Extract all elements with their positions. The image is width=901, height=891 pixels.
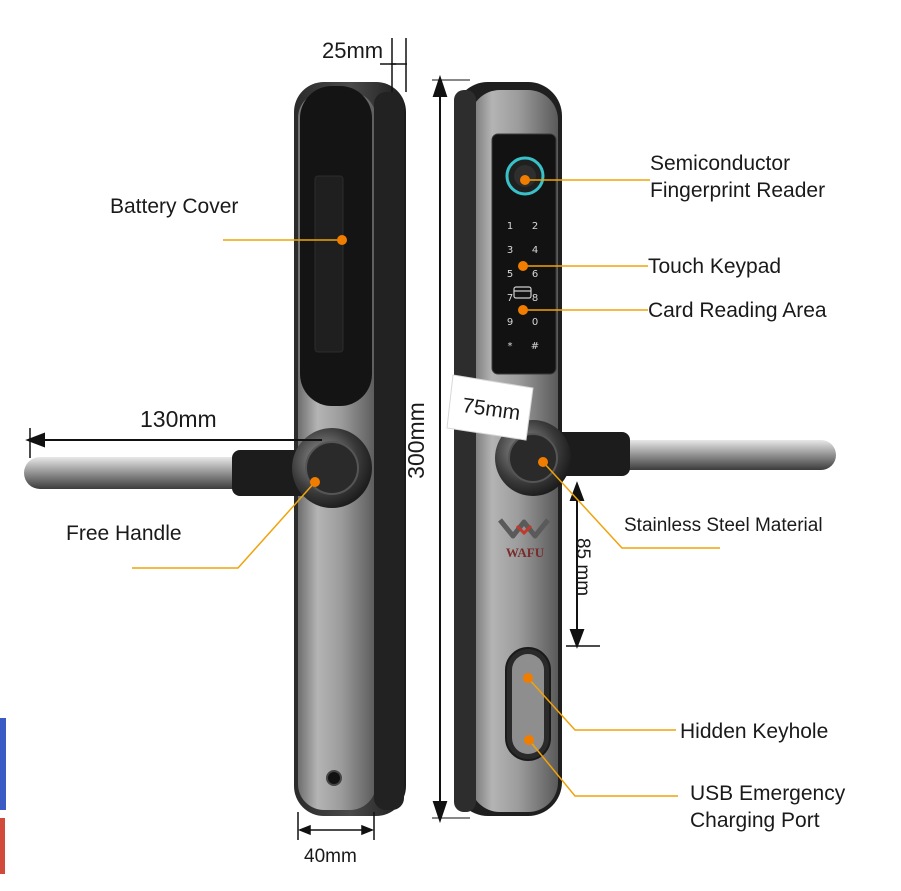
label-card-reading: Card Reading Area [648,299,827,322]
keypad-key: 7 [507,293,513,304]
dim-keyhole-offset: 85 mm [572,537,594,597]
keypad-key: 4 [532,245,538,256]
keypad-key: 8 [532,293,538,304]
label-touch-keypad: Touch Keypad [648,255,782,278]
dim-height: 300mm [402,402,429,479]
battery-cover [300,86,372,406]
keypad-key: * [508,341,513,352]
keypad-key: 3 [507,245,513,256]
dim-face-width: 40mm [304,846,357,867]
keypad-key: 2 [532,221,538,232]
dimension-keyhole-offset [566,481,600,649]
keypad-key: # [531,341,539,352]
back-keyhole-screw [326,770,342,786]
label-usb-line2: Charging Port [690,809,820,832]
keyhole-cover [505,647,551,761]
dim-handle-length: 130mm [140,406,217,432]
keypad-panel [491,133,557,375]
front-handle [495,420,836,496]
label-free-handle: Free Handle [66,522,182,545]
dimension-handle-length [25,428,322,458]
backset-label-card [446,374,534,441]
label-stainless-steel: Stainless Steel Material [624,515,823,536]
dim-thickness: 25mm [322,38,384,63]
edge-artifact-red [0,818,5,874]
label-battery-cover: Battery Cover [110,195,239,218]
label-fingerprint-line2: Fingerprint Reader [650,179,826,202]
label-hidden-keyhole: Hidden Keyhole [680,720,829,743]
dimension-thickness [380,38,407,92]
dimension-face-width [297,812,375,840]
keypad-key: 6 [532,269,538,280]
label-fingerprint-line1: Semiconductor [650,152,791,175]
edge-artifact-blue [0,718,6,810]
leader-lines [132,179,720,797]
card-icon [513,286,532,299]
keypad-key: 1 [507,221,513,232]
keypad-key: 5 [507,269,513,280]
dimension-height [432,74,470,824]
keypad-key: 0 [532,317,538,328]
keypad-key: 9 [507,317,513,328]
label-usb-line1: USB Emergency [690,782,846,805]
leader-dots [310,175,548,745]
svg-text:WAFU: WAFU [506,545,545,560]
touch-keypad-keys: 1 2 3 4 5 6 7 8 9 0 * # [507,221,539,352]
wafu-logo: WAFU [498,518,550,560]
